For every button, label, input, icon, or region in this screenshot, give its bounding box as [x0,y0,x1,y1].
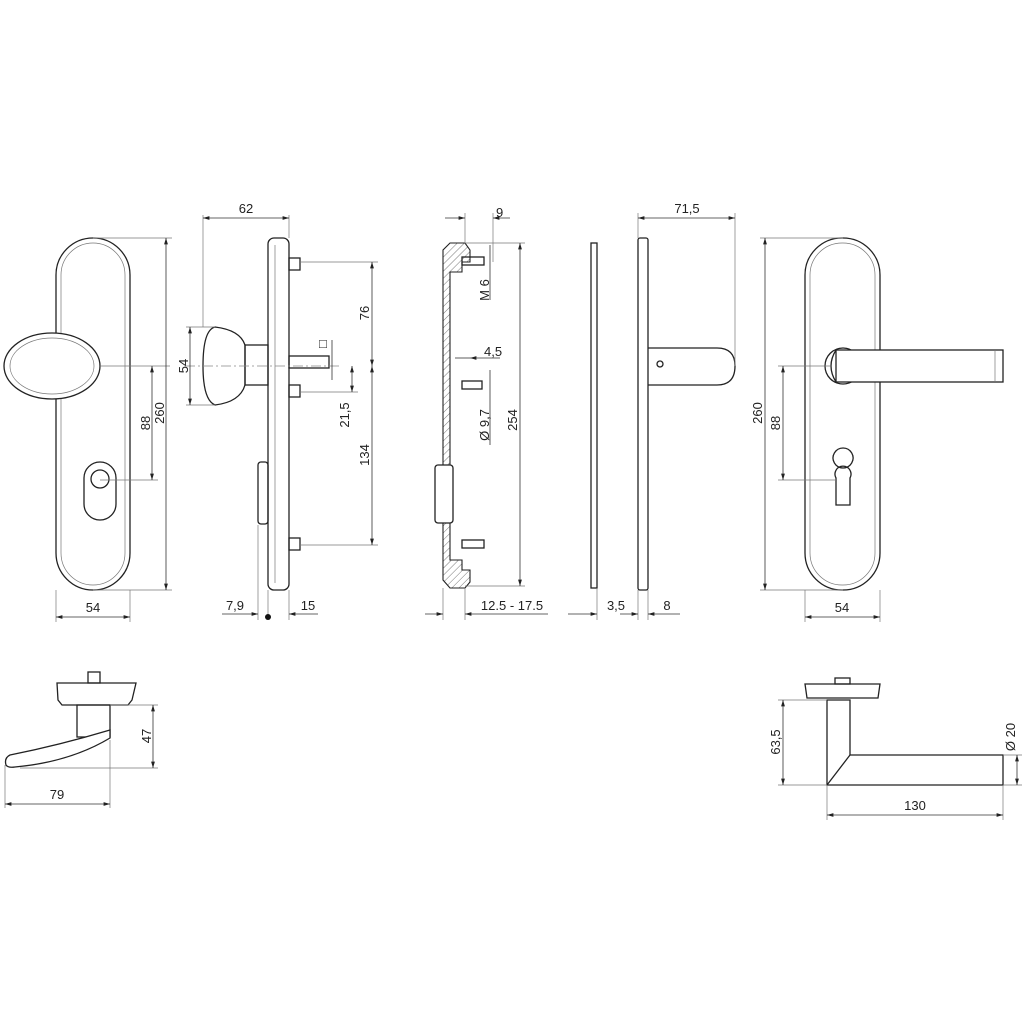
dim-lever-projection: 71,5 [674,201,699,216]
dim-screw-offset: 21,5 [337,402,352,427]
dim-door-thickness: 12.5 - 17.5 [481,598,543,613]
escutcheon-plate [55,237,131,591]
reference-dot [265,614,271,620]
dim-height: 260 [152,402,167,424]
front-lever-view: 260 88 54 [750,237,1004,622]
dim-width: 54 [86,600,100,615]
side-knob-view: □ 62 54 76 134 21,5 7,9 15 [176,201,378,620]
dim-lever-height: 63,5 [768,729,783,754]
lever [835,349,1004,383]
plate-side [267,237,290,591]
dim-lever-length: 130 [904,798,926,813]
dim-spindle-cylinder: 88 [768,416,783,430]
dim-knob-height: 47 [139,729,154,743]
dim-plate-thickness: 8 [663,598,670,613]
back-plate [590,242,598,589]
lever-rosette [804,683,881,699]
side-lever-view: 71,5 3,5 8 [568,201,736,620]
section-cylinder-guard [434,464,454,524]
dim-cylinder-projection: 7,9 [226,598,244,613]
dim-gap: 3,5 [607,598,625,613]
dim-length: 254 [505,409,520,431]
dim-bore: Ø 9,7 [477,409,492,441]
spindle-square-symbol: □ [319,336,327,351]
dim-knob-length: 79 [50,787,64,802]
euro-cylinder-hole [834,465,852,506]
front-knob-view: 260 88 54 [3,237,172,622]
dim-projection: 62 [239,201,253,216]
front-plate [637,237,649,591]
dim-width: 54 [835,600,849,615]
dim-top: 9 [496,205,503,220]
cylinder-guard [257,461,269,525]
lever-body [826,699,1004,786]
dim-spindle-cylinder: 88 [138,416,153,430]
knob-grip [4,729,111,768]
spindle [288,355,330,369]
dim-lever-diameter: Ø 20 [1003,723,1018,751]
knob [3,332,101,400]
knob-profile-view: 47 79 [4,671,158,808]
knob-rosette [56,682,137,706]
escutcheon-plate [804,237,881,591]
lever-profile-view: 63,5 Ø 20 130 [768,677,1022,820]
dim-thread: M 6 [477,279,492,301]
section-view: 9 M 6 4,5 Ø 9,7 254 12.5 - 17.5 [425,205,548,620]
dim-knob: 54 [176,359,191,373]
cylinder-hole [83,461,117,521]
dim-hole: 4,5 [484,344,502,359]
dim-upper-screw: 76 [357,306,372,320]
dim-plate-thickness: 15 [301,598,315,613]
section-plate [442,242,471,589]
dim-height: 260 [750,402,765,424]
dim-lower-screw: 134 [357,444,372,466]
